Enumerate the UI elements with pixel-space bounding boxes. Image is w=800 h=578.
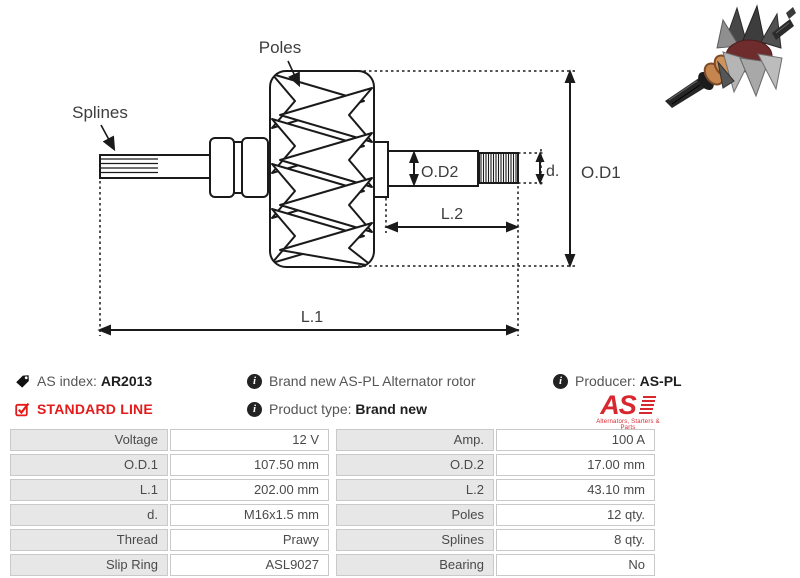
as-index-text: AS index: AR2013 — [37, 373, 152, 389]
spec-value: 202.00 mm — [170, 479, 329, 501]
spec-value: 8 qty. — [496, 529, 655, 551]
rotor-dimension-diagram: Poles Splines O.D2 d. O.D1 L.2 L.1 — [72, 38, 621, 336]
logo-stripes-icon — [638, 396, 656, 414]
spec-value: 43.10 mm — [496, 479, 655, 501]
as-index: AS index: AR2013 — [15, 373, 152, 389]
spec-label: Splines — [336, 529, 494, 551]
d-dimension-label: d. — [546, 163, 559, 180]
as-index-value: AR2013 — [100, 373, 153, 389]
l2-dimension-label: L.2 — [441, 206, 463, 223]
diagram-collar-1 — [209, 137, 235, 198]
product-description: i Brand new AS-PL Alternator rotor — [247, 373, 475, 389]
diagram-right-shaft — [387, 150, 479, 187]
tag-icon — [15, 374, 30, 389]
info-icon: i — [247, 401, 262, 417]
table-row: Voltage 12 V Amp. 100 A — [10, 429, 655, 451]
spec-value: M16x1.5 mm — [170, 504, 329, 526]
product-type-label: Product type: — [269, 401, 352, 417]
table-row: L.1 202.00 mm L.2 43.10 mm — [10, 479, 655, 501]
spec-value: ASL9027 — [170, 554, 329, 576]
info-icon: i — [247, 373, 262, 389]
product-photo — [665, 4, 796, 108]
spec-label: O.D.2 — [336, 454, 494, 476]
spec-value: 107.50 mm — [170, 454, 329, 476]
spec-label: Amp. — [336, 429, 494, 451]
poles-label: Poles — [259, 38, 302, 57]
spec-table: Voltage 12 V Amp. 100 A O.D.1 107.50 mm … — [10, 429, 655, 576]
spec-label: Thread — [10, 529, 168, 551]
spec-label: L.2 — [336, 479, 494, 501]
logo-text: AS — [600, 390, 637, 420]
producer-text: Producer: AS-PL — [575, 373, 682, 389]
product-type-value: Brand new — [355, 401, 427, 417]
spec-value: 17.00 mm — [496, 454, 655, 476]
table-row: O.D.1 107.50 mm O.D.2 17.00 mm — [10, 454, 655, 476]
as-index-label: AS index: — [37, 373, 97, 389]
od2-dimension-label: O.D2 — [421, 164, 458, 181]
spec-value: 12 V — [170, 429, 329, 451]
spec-label: L.1 — [10, 479, 168, 501]
standard-line: STANDARD LINE — [15, 401, 153, 417]
description-text: Brand new AS-PL Alternator rotor — [269, 373, 476, 389]
spec-label: Poles — [336, 504, 494, 526]
producer-value: AS-PL — [639, 373, 682, 389]
table-row: Thread Prawy Splines 8 qty. — [10, 529, 655, 551]
spec-value: 12 qty. — [496, 504, 655, 526]
standard-line-text: STANDARD LINE — [37, 401, 153, 417]
l1-dimension-label: L.1 — [301, 309, 323, 326]
producer: i Producer: AS-PL — [553, 373, 682, 389]
spec-label: d. — [10, 504, 168, 526]
logo-tagline: Alternators, Starters & Parts — [596, 419, 660, 431]
diagram-collar-2 — [241, 137, 269, 198]
product-type-text: Product type: Brand new — [269, 401, 427, 417]
diagram-pole-pack — [271, 73, 373, 267]
spec-value: Prawy — [170, 529, 329, 551]
spec-label: Voltage — [10, 429, 168, 451]
producer-label: Producer: — [575, 373, 636, 389]
table-row: Slip Ring ASL9027 Bearing No — [10, 554, 655, 576]
product-type: i Product type: Brand new — [247, 401, 427, 417]
spec-value: 100 A — [496, 429, 655, 451]
photo-rotor-illustration — [665, 4, 796, 108]
spec-label: O.D.1 — [10, 454, 168, 476]
od1-dimension-label: O.D1 — [581, 163, 621, 182]
checkbox-check-icon — [15, 402, 30, 417]
spec-value: No — [496, 554, 655, 576]
splines-label: Splines — [72, 103, 128, 122]
spec-label: Slip Ring — [10, 554, 168, 576]
spec-label: Bearing — [336, 554, 494, 576]
info-icon: i — [553, 373, 568, 389]
as-pl-logo: AS Alternators, Starters & Parts — [593, 390, 663, 432]
table-row: d. M16x1.5 mm Poles 12 qty. — [10, 504, 655, 526]
diagram-step-ring — [373, 141, 389, 198]
